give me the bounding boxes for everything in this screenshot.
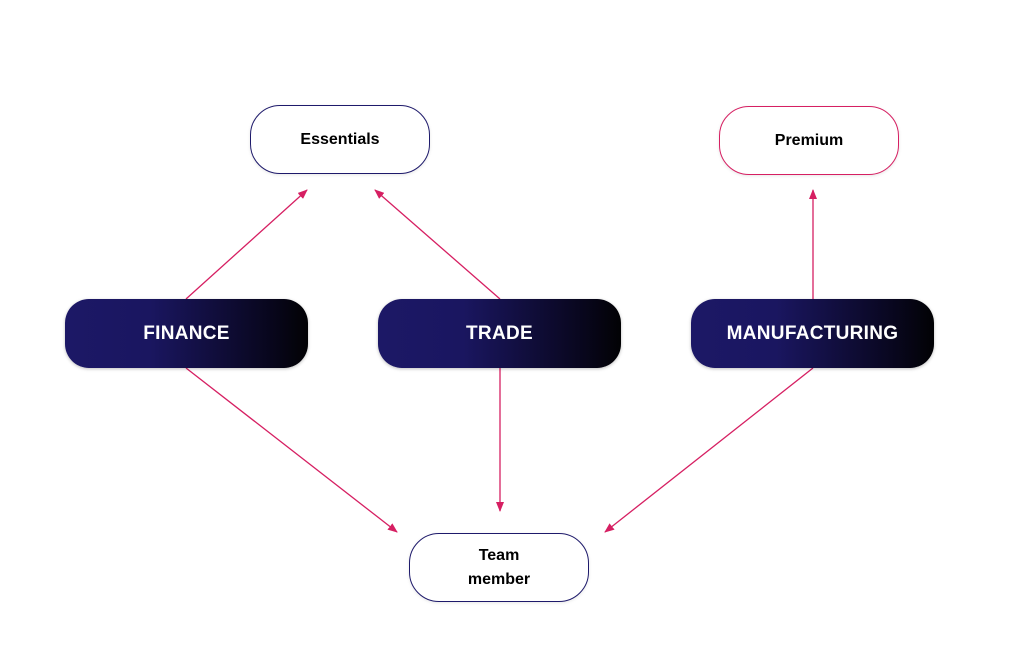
node-manufacturing-label: MANUFACTURING xyxy=(726,322,899,344)
edge-finance-to-team-member xyxy=(185,367,398,533)
edge-trade-to-essentials xyxy=(374,189,501,300)
node-manufacturing: MANUFACTURING xyxy=(691,299,934,368)
node-finance-label: FINANCE xyxy=(143,322,230,344)
node-trade-label: TRADE xyxy=(466,322,533,344)
node-essentials-label: Essentials xyxy=(300,130,380,148)
edge-finance-to-essentials xyxy=(185,189,308,300)
edge-manufacturing-to-team-member xyxy=(604,367,814,533)
node-premium: Premium xyxy=(719,106,899,175)
node-team-member: Team member xyxy=(409,533,589,602)
node-team-member-label: Team member xyxy=(467,546,531,588)
node-essentials: Essentials xyxy=(250,105,430,174)
node-premium-label: Premium xyxy=(774,131,844,149)
node-trade: TRADE xyxy=(378,299,621,368)
node-finance: FINANCE xyxy=(65,299,308,368)
